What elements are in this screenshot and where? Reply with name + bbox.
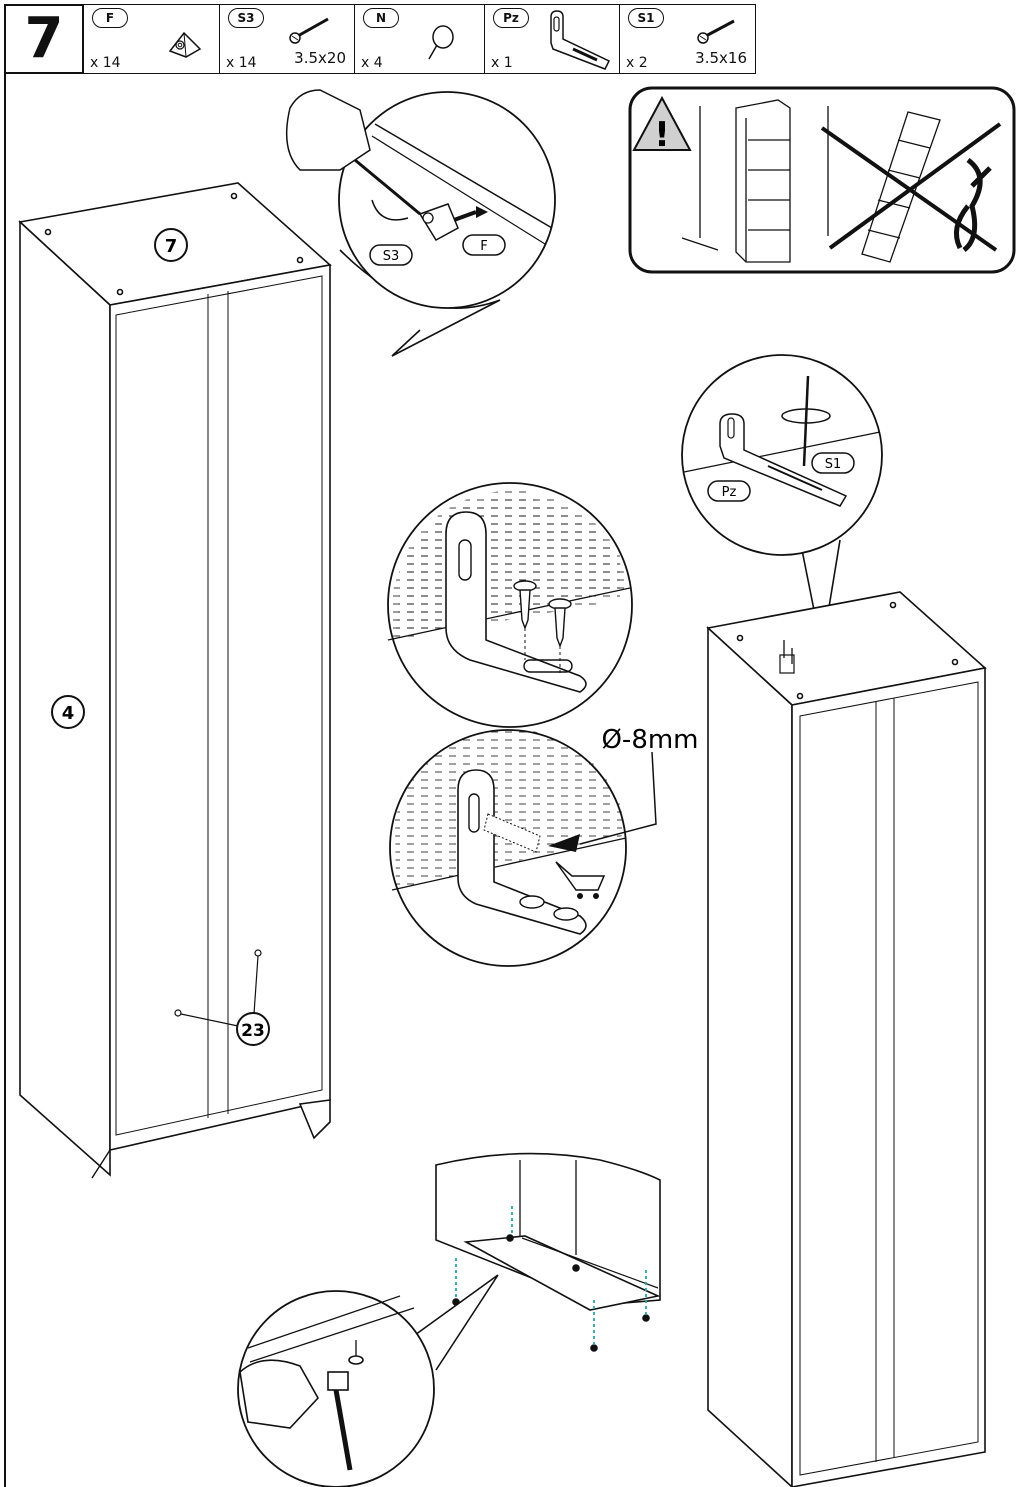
part-code: N xyxy=(363,8,399,28)
detail-wedge-bubble: S3 F xyxy=(285,89,556,357)
wall-bracket-icon xyxy=(457,769,587,935)
callout-top-panel: 7 xyxy=(154,228,188,262)
hand-icon xyxy=(285,89,371,171)
part-code: F xyxy=(92,8,128,28)
part-code: S3 xyxy=(228,8,264,28)
part-size: 3.5x20 xyxy=(294,49,346,67)
cabinet-front-face xyxy=(791,667,986,1487)
cabinet-front-view xyxy=(706,591,987,1487)
tipping-bookcase-icon xyxy=(861,111,941,263)
corner-wedge-icon xyxy=(168,31,202,58)
nail-glide-icon xyxy=(428,25,454,60)
callout-label: 23 xyxy=(241,1021,265,1041)
anchored-bookcase-icon xyxy=(735,99,791,263)
nail-glide-icon xyxy=(348,1355,364,1365)
screw-icon xyxy=(289,17,329,44)
callout-wedge-part: F xyxy=(480,239,487,254)
callout-label: 4 xyxy=(62,703,75,724)
screw-icon xyxy=(513,580,572,648)
warning-triangle-icon xyxy=(632,95,692,151)
part-code: S1 xyxy=(628,8,664,28)
callout-back-holes: 23 xyxy=(236,1012,270,1046)
detail-glides xyxy=(237,1152,661,1487)
detail-wall-plug: Ø-8mm xyxy=(389,725,699,967)
part-quantity: x 1 xyxy=(491,55,513,71)
part-cell-s1: S1 x 2 3.5x16 xyxy=(620,4,756,74)
drill-diameter-label: Ø-8mm xyxy=(601,725,698,755)
callout-wedge-screw: S3 xyxy=(383,249,400,264)
screwdriver-icon xyxy=(802,375,810,467)
cart-icon xyxy=(555,861,606,891)
arrow-left-icon xyxy=(548,834,580,852)
rotate-arrow-icon xyxy=(371,199,409,221)
part-cell-n: N x 4 xyxy=(355,4,485,74)
callout-bracket-part: Pz xyxy=(722,485,737,500)
part-cell-pz: Pz x 1 xyxy=(485,4,620,74)
part-quantity: x 2 xyxy=(626,55,648,71)
rotate-arrow-icon xyxy=(781,408,831,424)
tipping-warning-panel: ! xyxy=(628,86,1016,274)
part-quantity: x 14 xyxy=(226,55,257,71)
arrow-right-icon xyxy=(453,210,477,222)
wall-plug-icon xyxy=(483,813,541,853)
step-number-box: 7 xyxy=(4,4,84,74)
parts-header: 7 F x 14 S3 x 14 3.5x20 N xyxy=(0,0,1020,76)
cabinet-back-view xyxy=(18,182,332,1179)
callout-bracket-screw: S1 xyxy=(825,457,842,472)
cabinet-back-face xyxy=(109,264,331,1152)
callout-label: 7 xyxy=(165,236,178,257)
detail-wall-screws xyxy=(387,482,633,728)
screw-icon xyxy=(697,19,735,44)
screwdriver-icon xyxy=(354,158,421,216)
part-cell-s3: S3 x 14 3.5x20 xyxy=(220,4,355,74)
cabinet-side-panel xyxy=(707,626,793,1487)
falling-person-icon xyxy=(953,157,992,252)
hammer-handle-icon xyxy=(333,1389,353,1471)
part-size: 3.5x16 xyxy=(695,49,747,67)
hand-icon xyxy=(239,1359,319,1429)
part-quantity: x 4 xyxy=(361,55,383,71)
part-cell-f: F x 14 xyxy=(84,4,220,74)
wall-bracket-icon xyxy=(550,10,611,70)
callout-side-panel: 4 xyxy=(51,695,85,729)
wall-bracket-icon xyxy=(779,654,795,674)
step-number: 7 xyxy=(24,6,64,71)
page-frame-left-rule xyxy=(4,74,6,1487)
warning-symbol: ! xyxy=(654,115,670,155)
part-code: Pz xyxy=(493,8,529,28)
detail-bracket-bubble: S1 Pz xyxy=(681,354,883,651)
wall-bracket-icon xyxy=(445,511,587,693)
part-quantity: x 14 xyxy=(90,55,121,71)
hammer-head-icon xyxy=(327,1371,349,1391)
wall-bracket-icon xyxy=(719,413,848,507)
